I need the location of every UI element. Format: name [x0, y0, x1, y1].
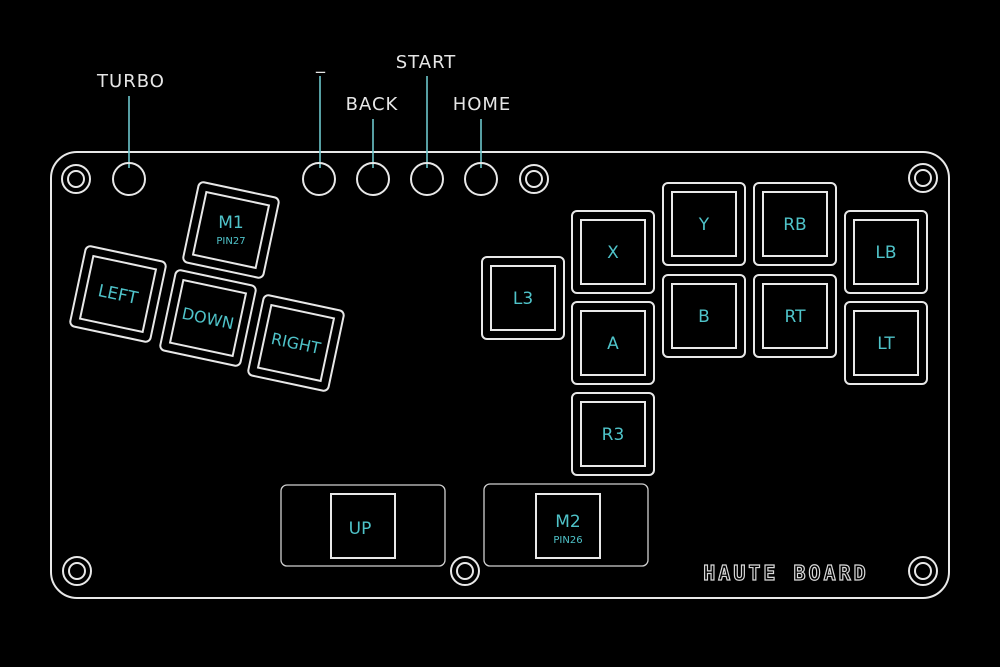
screw-icon [450, 556, 480, 586]
key-r3[interactable]: R3 [571, 392, 655, 476]
back-label: BACK [346, 94, 399, 115]
start-label: START [396, 52, 457, 73]
key-down[interactable]: DOWN [159, 269, 257, 367]
down-label: DOWN [180, 304, 236, 334]
right-button-cluster: L3 X A R3 Y B RB RT LB LT [481, 182, 928, 476]
key-a[interactable]: A [571, 301, 655, 385]
top-button-minus[interactable]: _ [302, 53, 336, 196]
key-left[interactable]: LEFT [69, 245, 167, 343]
rt-label: RT [785, 307, 807, 327]
lt-label: LT [877, 334, 895, 354]
key-l3[interactable]: L3 [481, 256, 565, 340]
key-x[interactable]: X [571, 210, 655, 294]
screw-icon [61, 164, 91, 194]
up-label: UP [349, 519, 372, 539]
brand-logo: HAUTE BOARD [703, 561, 868, 585]
screw-icon [908, 556, 938, 586]
m1-pin-label: PIN27 [216, 236, 245, 247]
left-label: LEFT [96, 281, 140, 309]
r3-label: R3 [602, 425, 625, 445]
lb-label: LB [875, 243, 896, 263]
y-label: Y [698, 215, 710, 235]
key-right[interactable]: RIGHT [247, 294, 345, 392]
b-label: B [698, 307, 710, 327]
key-lb[interactable]: LB [844, 210, 928, 294]
key-rb[interactable]: RB [753, 182, 837, 266]
turbo-label: TURBO [96, 71, 165, 92]
home-label: HOME [453, 94, 512, 115]
key-rt[interactable]: RT [753, 274, 837, 358]
minus-label: _ [315, 53, 326, 74]
key-up[interactable]: UP [280, 484, 446, 567]
key-y[interactable]: Y [662, 182, 746, 266]
top-button-home[interactable]: HOME [453, 94, 512, 196]
m2-pin-label: PIN26 [553, 535, 582, 546]
key-lt[interactable]: LT [844, 301, 928, 385]
top-button-turbo[interactable]: TURBO [96, 71, 165, 196]
top-button-back[interactable]: BACK [346, 94, 399, 196]
rb-label: RB [783, 215, 806, 235]
key-m2[interactable]: M2 PIN26 [483, 483, 649, 567]
key-b[interactable]: B [662, 274, 746, 358]
m2-label: M2 [555, 512, 580, 532]
x-label: X [607, 243, 619, 263]
key-m1[interactable]: M1 PIN27 [182, 181, 280, 279]
screw-icon [62, 556, 92, 586]
l3-label: L3 [513, 289, 533, 309]
right-label: RIGHT [269, 329, 322, 358]
a-label: A [607, 334, 619, 354]
top-button-start[interactable]: START [396, 52, 457, 196]
board-outline [50, 151, 950, 599]
m1-label: M1 [218, 213, 243, 233]
screw-icon [908, 163, 938, 193]
screw-icon [519, 164, 549, 194]
